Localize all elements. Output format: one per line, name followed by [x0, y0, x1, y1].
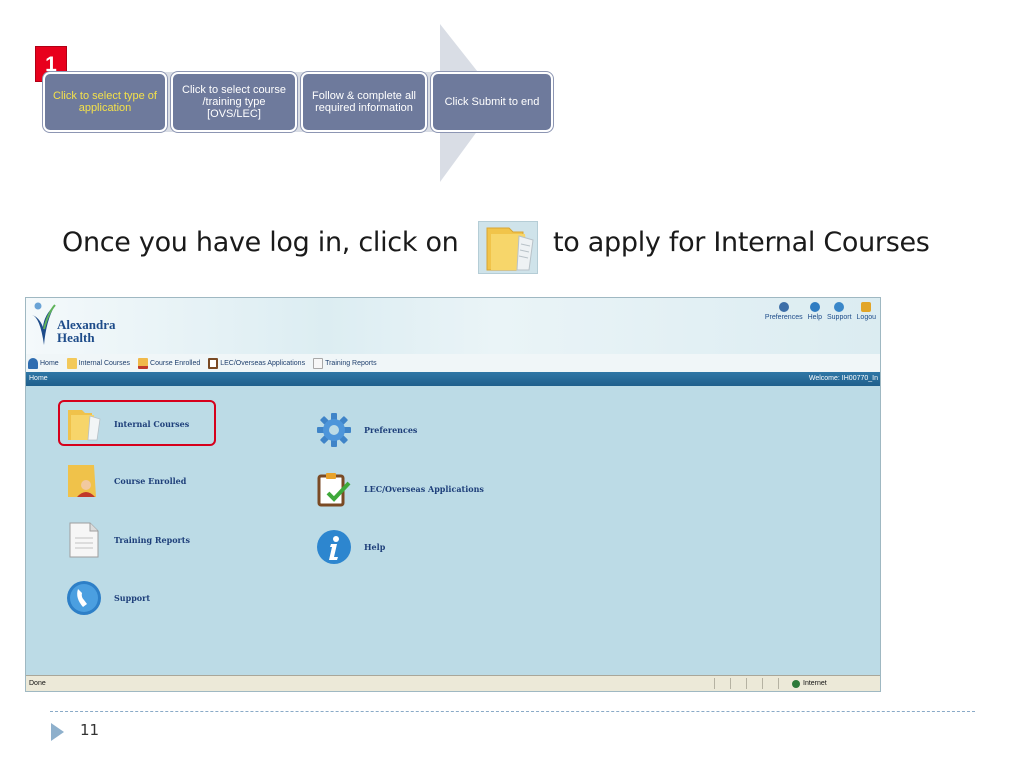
globe-icon	[792, 679, 800, 688]
nav-home[interactable]: Home	[28, 357, 59, 369]
footer-triangle-icon	[51, 723, 64, 741]
process-step-complete-info: Follow & complete all required informati…	[301, 72, 427, 132]
gear-icon	[316, 412, 352, 448]
folder-icon	[66, 406, 102, 442]
nav-training-reports[interactable]: Training Reports	[313, 357, 377, 369]
clipboard-check-icon	[316, 471, 352, 507]
app-logo-text: Alexandra Health	[57, 317, 116, 345]
info-icon	[316, 529, 352, 565]
top-links: Preferences Help Support Logou	[765, 302, 876, 321]
top-link-support[interactable]: Support	[827, 302, 852, 321]
menu-lec-overseas-applications[interactable]: LEC/Overseas Applications	[316, 471, 484, 507]
menu-preferences[interactable]: Preferences	[316, 412, 417, 448]
top-link-help[interactable]: Help	[808, 302, 822, 321]
browser-status-bar: Done Internet	[26, 675, 880, 691]
gear-icon	[778, 302, 789, 312]
home-icon	[28, 357, 38, 369]
clipboard-check-icon	[208, 357, 219, 369]
process-step-submit: Click Submit to end	[431, 72, 553, 132]
menu-training-reports[interactable]: Training Reports	[66, 522, 190, 558]
instruction-text-before: Once you have log in, click on	[62, 227, 459, 258]
enrolled-folder-icon	[66, 463, 102, 499]
welcome-text: Welcome: IH00770_In	[808, 375, 878, 382]
app-main-menu: Internal Courses Course Enrolled	[26, 386, 880, 676]
phone-icon	[66, 580, 102, 616]
page-number: 11	[80, 721, 100, 739]
app-header: Alexandra Health Preferences Help Suppor…	[26, 298, 880, 354]
process-step-select-type: Click to select type of application	[43, 72, 167, 132]
document-icon	[313, 357, 324, 369]
breadcrumb: Home	[29, 375, 48, 382]
top-link-preferences[interactable]: Preferences	[765, 302, 803, 321]
app-nav-bar: Home Internal Courses Course Enrolled LE…	[26, 354, 880, 372]
info-icon	[809, 302, 820, 312]
breadcrumb-bar: Home Welcome: IH00770_In	[26, 372, 880, 386]
nav-course-enrolled[interactable]: Course Enrolled	[138, 357, 200, 369]
internet-zone: Internet	[792, 676, 827, 691]
app-screenshot: Alexandra Health Preferences Help Suppor…	[25, 297, 881, 692]
top-link-logout[interactable]: Logou	[857, 302, 876, 321]
footer-divider	[50, 711, 975, 712]
phone-icon	[834, 302, 845, 312]
internal-courses-folder-icon	[478, 221, 538, 274]
process-step-select-course: Click to select course /training type [O…	[171, 72, 297, 132]
internal-courses-highlight	[58, 400, 216, 446]
instruction-text-after: to apply for Internal Courses	[553, 227, 930, 258]
nav-lec-overseas[interactable]: LEC/Overseas Applications	[208, 357, 305, 369]
folder-icon	[66, 357, 77, 369]
menu-course-enrolled[interactable]: Course Enrolled	[66, 463, 186, 499]
nav-internal-courses[interactable]: Internal Courses	[66, 357, 130, 369]
menu-support[interactable]: Support	[66, 580, 150, 616]
menu-internal-courses[interactable]: Internal Courses	[66, 406, 189, 442]
alexandra-health-logo-icon	[32, 302, 56, 345]
status-done-text: Done	[29, 680, 46, 687]
document-icon	[66, 522, 102, 558]
enrolled-folder-icon	[138, 357, 149, 369]
lock-icon	[861, 302, 872, 312]
menu-help[interactable]: Help	[316, 529, 385, 565]
